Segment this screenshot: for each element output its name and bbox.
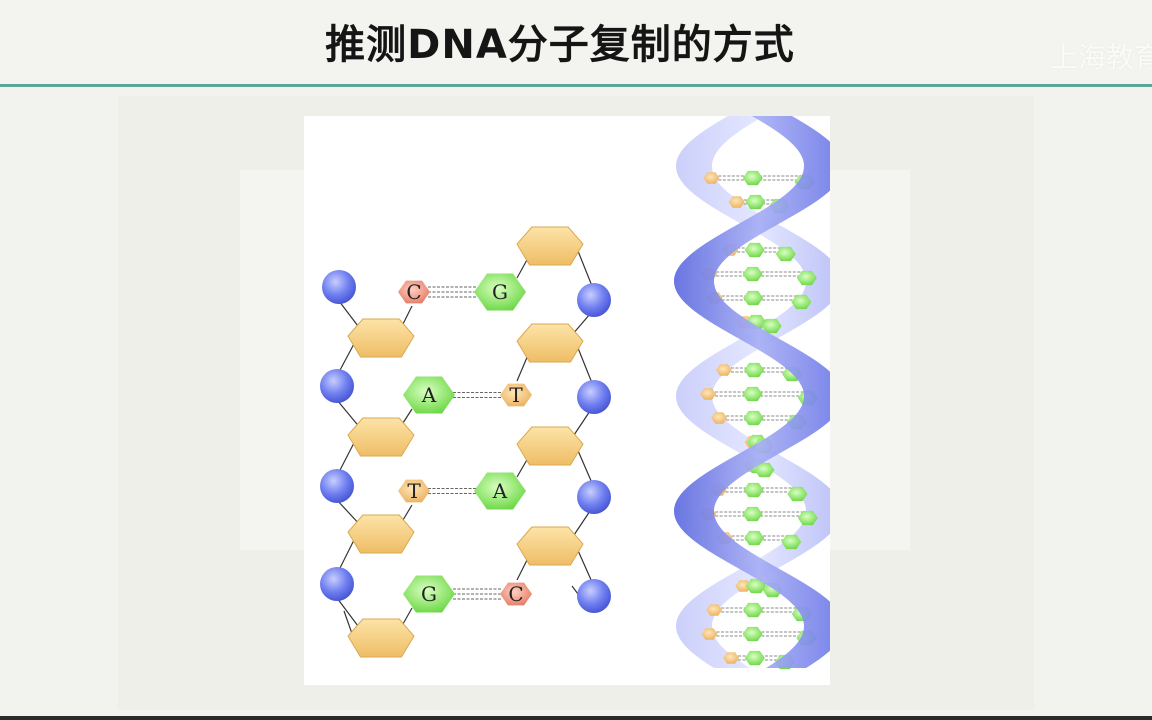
helix-base (715, 364, 732, 376)
backbone-bond (571, 410, 591, 439)
helix-base (743, 290, 764, 306)
helix-base (775, 246, 796, 262)
helix-base (744, 242, 765, 258)
sugar-base-bond (402, 305, 413, 325)
helix-base (746, 578, 766, 594)
helix-base (761, 318, 782, 334)
helix-base (723, 652, 740, 664)
base-label-left: T (407, 479, 421, 503)
base-label-left: C (406, 280, 421, 304)
phosphate-group (320, 567, 354, 601)
phosphate-group (577, 380, 611, 414)
title-bar: 推测DNA分子复制的方式 上海教育 (0, 0, 1152, 86)
sugar-base-bond (516, 557, 529, 581)
phosphate-group (320, 469, 354, 503)
sugar-base-bond (402, 408, 413, 424)
helix-base (743, 602, 764, 618)
helix-base (745, 194, 766, 210)
helix-base (735, 580, 752, 592)
helix-base (703, 172, 720, 184)
title-divider (0, 84, 1152, 87)
backbone-bond (338, 440, 356, 473)
channel-watermark: 上海教育 (1049, 41, 1152, 74)
helix-base (742, 266, 763, 282)
base-label-right: A (492, 479, 508, 503)
page-title: 推测DNA分子复制的方式 (325, 22, 795, 68)
base-a-left (403, 376, 455, 414)
base-label-left: G (421, 582, 437, 606)
base-g-right (474, 273, 526, 311)
helix-base (743, 410, 764, 426)
base-g-left (403, 575, 455, 613)
phosphate-group (322, 270, 356, 304)
helix-base (728, 196, 745, 208)
sugar-base-bond (516, 457, 529, 478)
phosphate-group (577, 579, 611, 613)
helix-base (781, 534, 802, 550)
bottom-border (0, 716, 1152, 720)
sugar-base-bond (402, 504, 413, 521)
helix-base (701, 628, 718, 640)
helix-base (744, 362, 765, 378)
dna-ladder-model: C G A T T A G C (320, 226, 611, 658)
base-label-left: A (421, 383, 437, 407)
helix-base (744, 650, 765, 666)
helix-base (744, 530, 765, 546)
helix-base (742, 626, 763, 642)
helix-base (742, 170, 763, 186)
deoxyribose-sugar (347, 417, 415, 457)
backbone-bond (571, 510, 591, 539)
phosphate-group (577, 283, 611, 317)
backbone-bond (575, 342, 593, 384)
base-c-right (500, 582, 532, 606)
sugar-base-bond (402, 607, 413, 625)
helix-base (791, 294, 812, 310)
helix-backbone-front (674, 116, 830, 668)
base-a-right (474, 472, 526, 510)
backbone-bond (338, 341, 356, 373)
sugar-base-bond (516, 354, 529, 382)
backbone-bond (338, 537, 356, 571)
backbone-bond (575, 245, 593, 287)
helix-base (787, 486, 808, 502)
dna-figure: C G A T T A G C (304, 116, 830, 685)
helix-base (743, 482, 764, 498)
dna-double-helix (674, 116, 830, 670)
phosphate-group (320, 369, 354, 403)
helix-base (742, 386, 763, 402)
deoxyribose-sugar (516, 526, 584, 566)
helix-base (742, 506, 763, 522)
deoxyribose-sugar (516, 426, 584, 466)
backbone-bond (336, 597, 362, 631)
deoxyribose-sugar (516, 323, 584, 363)
dna-structure-diagram: C G A T T A G C (320, 116, 830, 670)
base-label-right: G (492, 280, 508, 304)
sugar-base-bond (516, 257, 529, 279)
phosphate-group (577, 480, 611, 514)
base-label-right: C (508, 582, 523, 606)
deoxyribose-sugar (347, 514, 415, 554)
deoxyribose-sugar (516, 226, 584, 266)
helix-base (711, 412, 728, 424)
base-t-left (398, 479, 430, 503)
base-t-right (500, 383, 532, 407)
helix-base (706, 604, 723, 616)
base-c-left (398, 280, 430, 304)
helix-base (754, 462, 775, 478)
helix-base (700, 388, 717, 400)
deoxyribose-sugar (347, 318, 415, 358)
helix-base (796, 270, 817, 286)
base-label-right: T (509, 383, 523, 407)
deoxyribose-sugar (347, 618, 415, 658)
helix-base (797, 510, 818, 526)
